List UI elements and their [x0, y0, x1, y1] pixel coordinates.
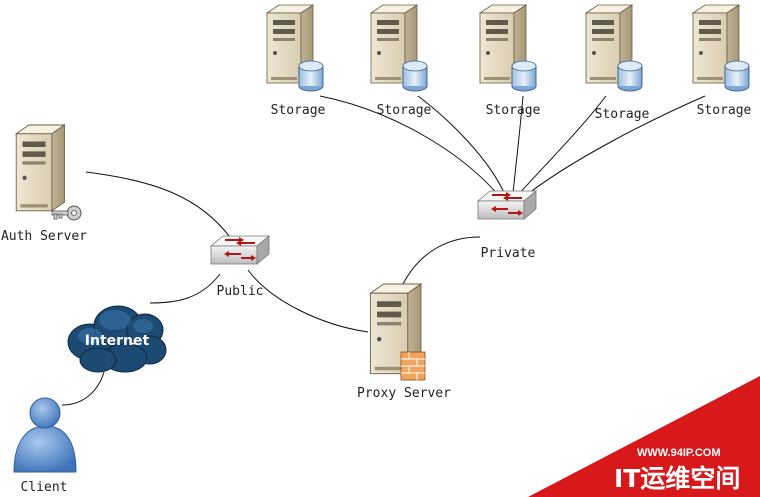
connection-lines [61, 95, 706, 406]
storage-node-2 [370, 4, 428, 92]
storage-label-2: Storage [377, 103, 432, 118]
link-storage5-private [519, 95, 706, 201]
storage-label-3: Storage [486, 103, 541, 118]
private-switch-label: Private [481, 246, 536, 261]
link-storage4-private [516, 95, 607, 197]
link-internet-client [61, 371, 105, 406]
auth-server-label: Auth Server [1, 229, 87, 244]
database-icon [298, 60, 324, 92]
proxy-server-label: Proxy Server [357, 386, 451, 401]
database-icon [402, 60, 428, 92]
storage-node-1 [266, 4, 324, 92]
site-watermark: WWW.94IP.COM IT运维空间 [528, 376, 760, 497]
firewall-icon [400, 351, 426, 381]
storage-label-5: Storage [697, 103, 752, 118]
public-switch-node [210, 235, 270, 265]
storage-node-3 [479, 4, 537, 92]
internet-label: Internet [85, 333, 150, 349]
watermark-url: WWW.94IP.COM [637, 447, 721, 459]
storage-label-1: Storage [271, 103, 326, 118]
database-icon [724, 60, 750, 92]
auth-server-node [15, 124, 82, 221]
watermark-text: IT运维空间 [614, 464, 740, 493]
proxy-server-node [369, 283, 426, 381]
storage-node-5 [692, 4, 750, 92]
link-storage2-private [417, 95, 506, 196]
link-public-internet [149, 273, 221, 304]
link-auth-public [85, 171, 233, 241]
link-storage1-private [319, 95, 501, 198]
database-icon [617, 60, 643, 92]
database-icon [511, 60, 537, 92]
link-public-proxy [247, 269, 369, 333]
storage-node-4 [585, 4, 643, 92]
storage-label-4: Storage [595, 107, 650, 122]
private-switch-node [477, 190, 537, 220]
key-icon [51, 205, 82, 221]
link-storage3-private [512, 95, 524, 194]
client-label: Client [21, 480, 68, 495]
public-switch-label: Public [217, 284, 264, 299]
link-proxy-private [401, 236, 481, 287]
client-user-icon [13, 397, 77, 473]
internet-cloud-icon: Internet [67, 305, 167, 373]
